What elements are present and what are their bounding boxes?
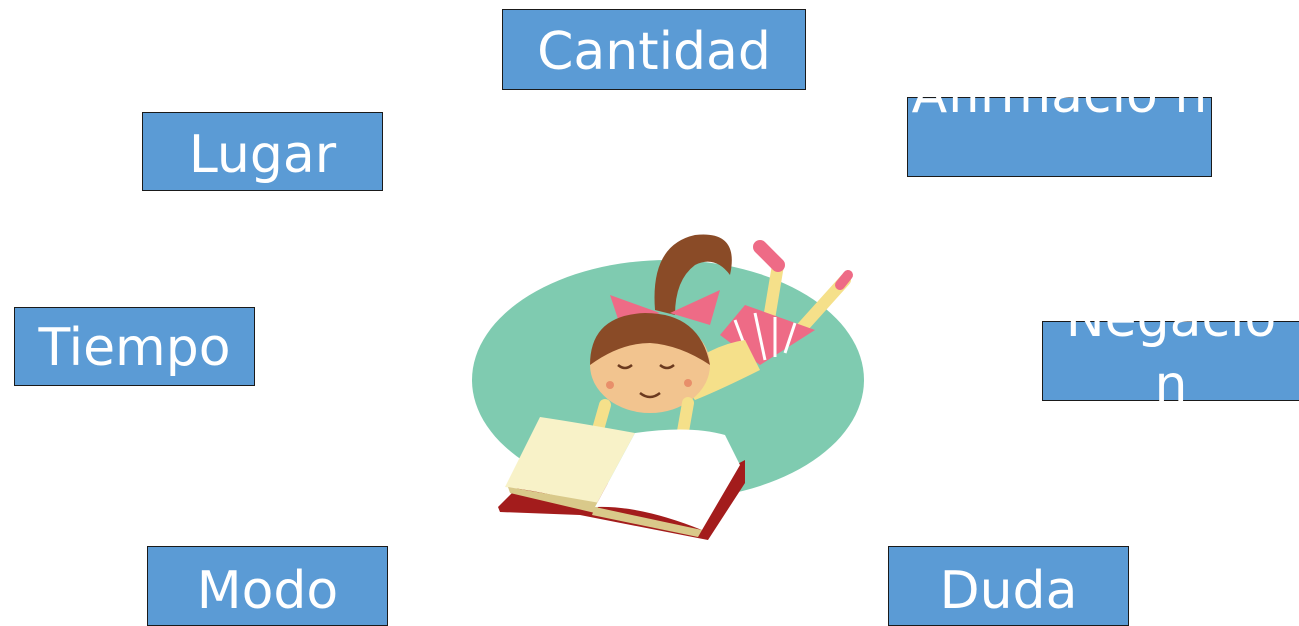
hair-ponytail bbox=[654, 234, 732, 315]
box-duda: Duda bbox=[888, 546, 1129, 626]
box-tiempo: Tiempo bbox=[14, 307, 255, 386]
box-lugar: Lugar bbox=[142, 112, 383, 191]
label-duda: Duda bbox=[939, 561, 1078, 621]
label-afirmacion: Afirmacio n bbox=[911, 65, 1208, 125]
label-negacion: Negacio n bbox=[1065, 289, 1277, 415]
label-lugar: Lugar bbox=[188, 125, 337, 185]
box-afirmacion: Afirmacio n bbox=[907, 65, 1212, 177]
girl-reading-book-icon bbox=[472, 234, 864, 540]
book-left-page bbox=[505, 417, 635, 507]
label-cantidad: Cantidad bbox=[537, 22, 771, 82]
book-right-page bbox=[595, 429, 740, 530]
box-cantidad: Cantidad bbox=[502, 9, 806, 90]
box-negacion: Negacio n bbox=[1042, 289, 1299, 415]
box-modo: Modo bbox=[147, 546, 388, 626]
label-modo: Modo bbox=[196, 561, 339, 621]
label-tiempo: Tiempo bbox=[38, 318, 231, 378]
